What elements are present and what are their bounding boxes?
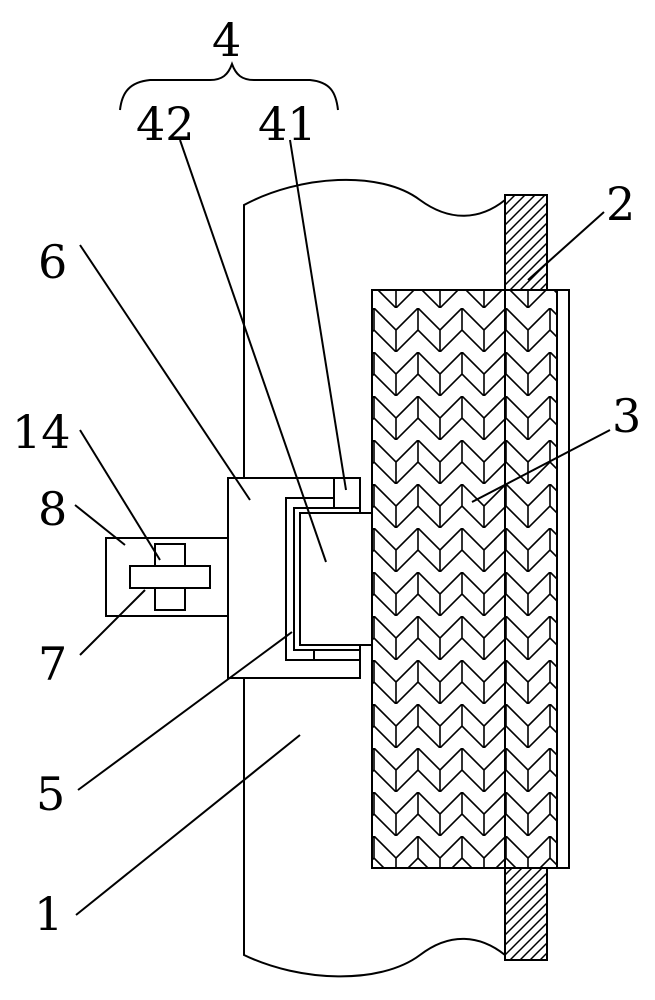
label-8: 8 [38, 482, 67, 536]
label-5: 5 [36, 767, 65, 821]
part-41-top [333, 477, 361, 509]
leader-7 [79, 589, 146, 656]
bolt-shaft-7 [129, 565, 211, 589]
panel-3 [371, 289, 558, 869]
leader-6 [79, 244, 251, 501]
block-42 [299, 512, 373, 646]
leader-8 [74, 504, 126, 546]
wall-bottom [504, 867, 548, 961]
leader-3 [471, 429, 611, 503]
leader-2 [527, 211, 605, 281]
leader-1 [75, 734, 301, 916]
label-7: 7 [38, 637, 67, 691]
panel-3-edge [556, 289, 570, 869]
label-2: 2 [606, 177, 635, 231]
part-41-bottom [313, 649, 361, 661]
label-42: 42 [136, 97, 195, 151]
label-6: 6 [38, 235, 67, 289]
label-4: 4 [212, 13, 241, 67]
leader-5 [77, 631, 293, 791]
leader-41 [289, 139, 347, 491]
brace-4 [119, 61, 339, 111]
label-1: 1 [34, 887, 63, 941]
leader-14 [79, 429, 161, 561]
label-3: 3 [612, 389, 641, 443]
wall-top [504, 194, 548, 291]
label-14: 14 [12, 405, 71, 459]
label-41: 41 [258, 97, 317, 151]
leader-42 [179, 139, 327, 563]
